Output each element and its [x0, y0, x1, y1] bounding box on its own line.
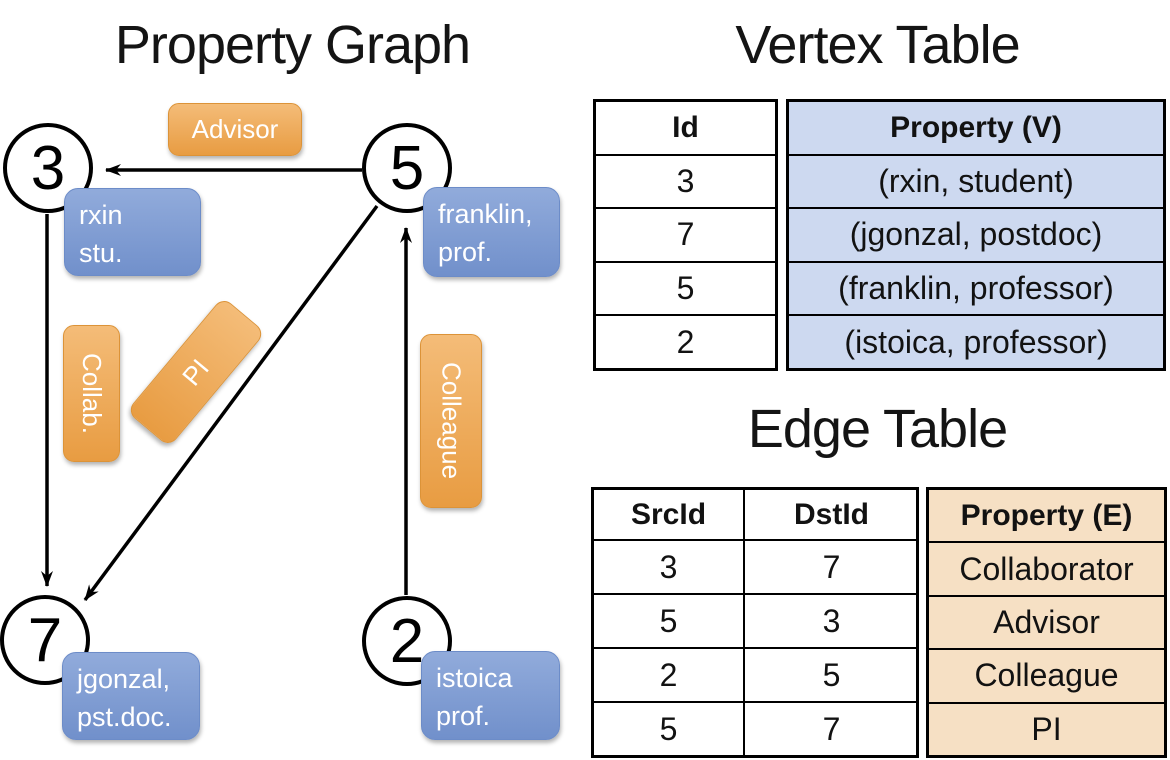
- table-cell: Colleague: [929, 648, 1164, 702]
- vertex-property-line: stu.: [79, 238, 123, 269]
- table-cell: PI: [929, 701, 1164, 756]
- table-cell: 3: [743, 593, 918, 647]
- edge-table-id-columns: SrcId DstId 3 7 5 3 2 5 5 7: [591, 487, 919, 758]
- table-cell: Advisor: [929, 594, 1164, 649]
- table-cell: 5: [596, 260, 775, 315]
- vertex-node-3-id: 3: [30, 133, 66, 203]
- vertex-property-line: prof.: [438, 237, 493, 268]
- table-cell: 7: [743, 539, 918, 593]
- vertex-table: Id 3 7 5 2 Property (V) (rxin, student) …: [593, 99, 1166, 371]
- edge-table: SrcId DstId 3 7 5 3 2 5 5 7 Property (E)…: [591, 487, 1167, 758]
- column-header: Property (V): [789, 102, 1163, 154]
- vertex-node-2: 2: [362, 596, 452, 686]
- table-cell: 5: [594, 593, 743, 647]
- column-header: DstId: [743, 490, 918, 539]
- vertex-table-id-column: Id 3 7 5 2: [593, 99, 778, 371]
- edge-label-advisor: Advisor: [168, 103, 302, 156]
- column-header: Id: [672, 110, 699, 144]
- table-cell: 2: [594, 647, 743, 701]
- edge-label-text: Collab.: [77, 353, 107, 434]
- vertex-property-box-rxin: rxin stu.: [64, 188, 201, 276]
- edge-label-text: PI: [176, 352, 216, 391]
- table-cell: 3: [594, 539, 743, 593]
- table-cell: 7: [743, 701, 918, 755]
- vertex-property-line: rxin: [79, 200, 123, 230]
- vertex-node-2-id: 2: [389, 606, 425, 676]
- table-cell: 5: [594, 701, 743, 755]
- table-cell: 5: [743, 647, 918, 701]
- vertex-property-line: prof.: [436, 701, 491, 732]
- vertex-property-line: istoica: [436, 663, 513, 693]
- vertex-node-7-id: 7: [27, 605, 63, 675]
- edge-label-text: Advisor: [191, 114, 279, 144]
- table-cell: 3: [596, 153, 775, 208]
- vertex-property-line: franklin,: [438, 199, 533, 229]
- table-cell: (jgonzal, postdoc): [789, 207, 1163, 261]
- table-cell: (rxin, student): [789, 153, 1163, 208]
- table-cell: 7: [596, 207, 775, 261]
- table-cell: (franklin, professor): [789, 260, 1163, 315]
- edge-label-text: Colleague: [436, 362, 467, 480]
- edge-table-title: Edge Table: [747, 399, 1008, 459]
- vertex-property-line: jgonzal,: [77, 664, 171, 694]
- vertex-property-line: pst.doc.: [77, 702, 172, 733]
- property-graph-title: Property Graph: [114, 15, 471, 75]
- table-gap: [778, 99, 786, 371]
- vertex-property-box-jgonzal: jgonzal, pst.doc.: [62, 652, 200, 740]
- vertex-node-5-id: 5: [389, 133, 425, 203]
- table-cell: 2: [596, 314, 775, 368]
- vertex-table-title: Vertex Table: [735, 15, 1020, 75]
- edge-5-to-7: [83, 204, 379, 602]
- table-gap: [919, 487, 926, 758]
- table-cell: Collaborator: [929, 541, 1164, 595]
- edge-label-colleague: Colleague: [420, 334, 482, 508]
- table-cell: (istoica, professor): [789, 314, 1163, 368]
- vertex-node-5: 5: [362, 123, 452, 213]
- vertex-property-box-franklin: franklin, prof.: [423, 187, 560, 277]
- column-header: Property (E): [929, 490, 1164, 542]
- graph-edges: [41, 164, 412, 602]
- vertex-table-property-column: Property (V) (rxin, student) (jgonzal, p…: [786, 99, 1166, 371]
- vertex-property-box-istoica: istoica prof.: [421, 651, 560, 740]
- edge-label-collab: Collab.: [63, 325, 120, 462]
- column-header: SrcId: [630, 497, 707, 531]
- edge-table-property-column: Property (E) Collaborator Advisor Collea…: [926, 487, 1167, 758]
